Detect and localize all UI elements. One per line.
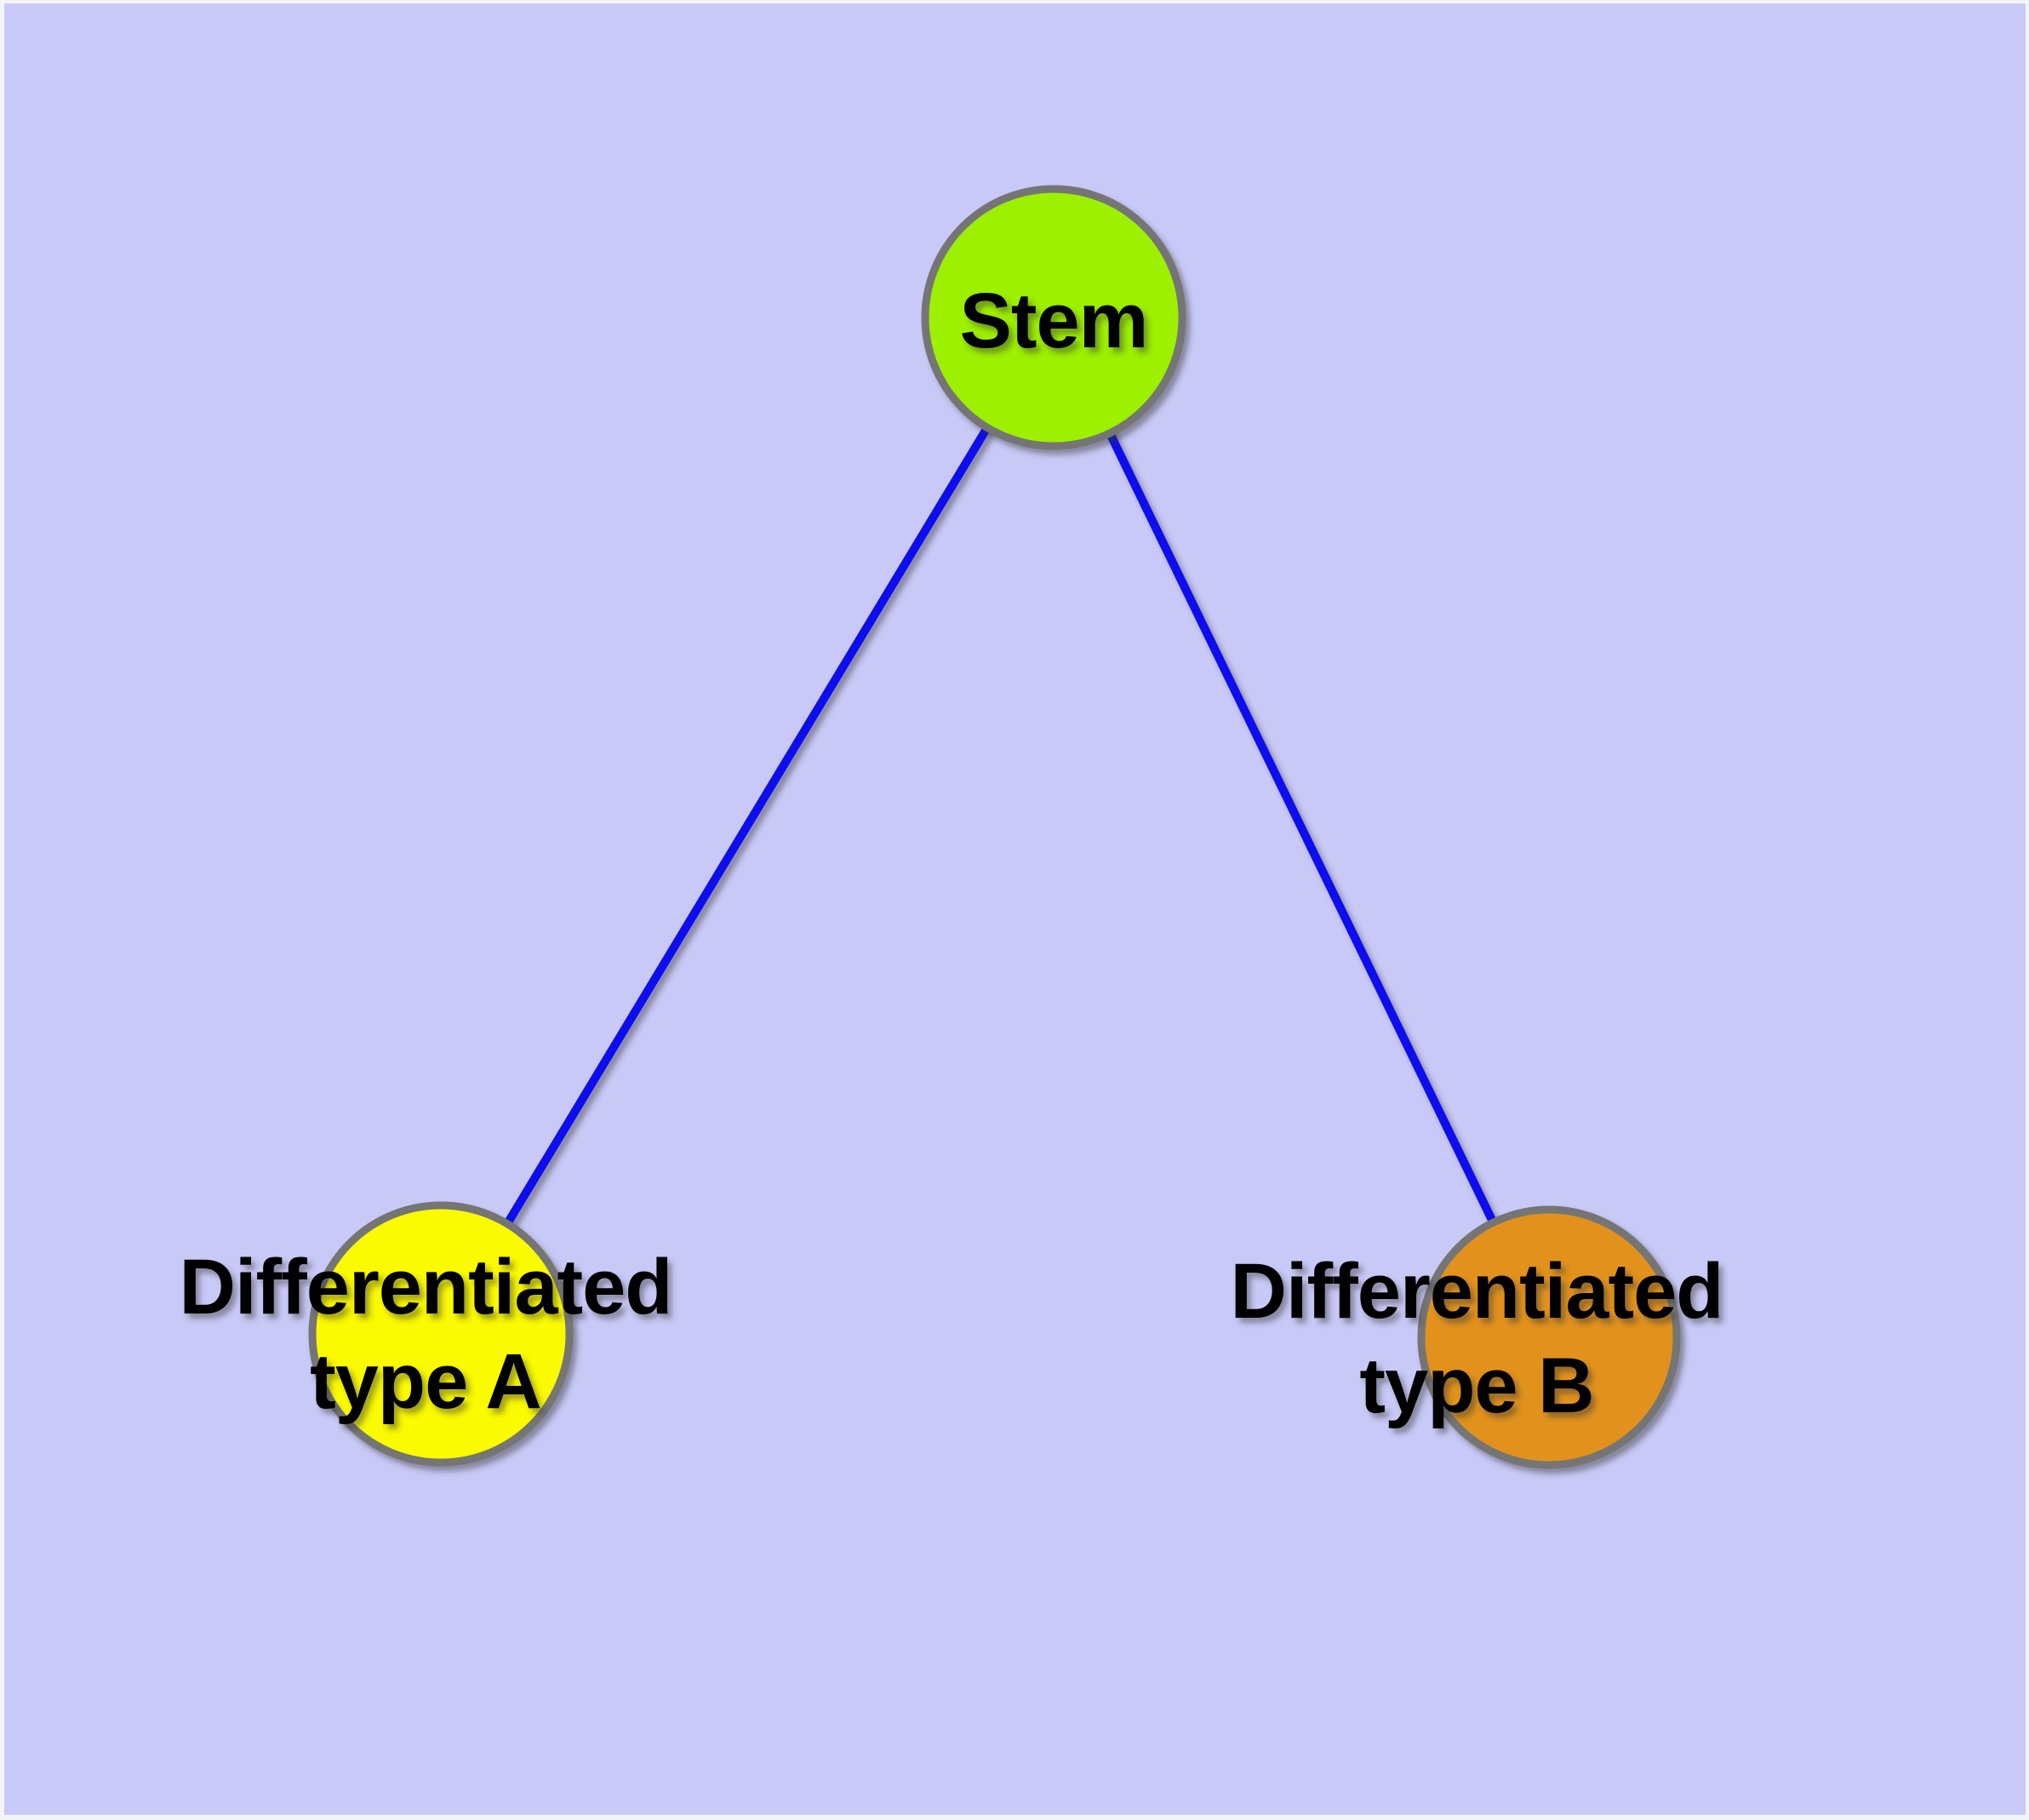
node-type-b-label-line1: Differentiated (1231, 1248, 1723, 1335)
node-stem-circle (921, 185, 1186, 450)
node-type-b-circle (1417, 1205, 1681, 1469)
node-stem: Stem (921, 185, 1186, 450)
node-type-a-circle (308, 1201, 574, 1467)
edge-stem-to-type-b (1049, 315, 1553, 1340)
node-differentiated-type-b: Differentiated type B (1231, 1205, 1723, 1469)
node-differentiated-type-a: Differentiated type A (180, 1201, 672, 1467)
edge-stem-to-type-a (437, 315, 1058, 1336)
node-stem-label: Stem (960, 278, 1148, 364)
node-type-a-label-line2: type A (310, 1338, 541, 1425)
node-type-b-label-line2: type B (1359, 1342, 1593, 1429)
edges (437, 315, 1553, 1340)
node-type-a-label-line1: Differentiated (180, 1244, 672, 1331)
